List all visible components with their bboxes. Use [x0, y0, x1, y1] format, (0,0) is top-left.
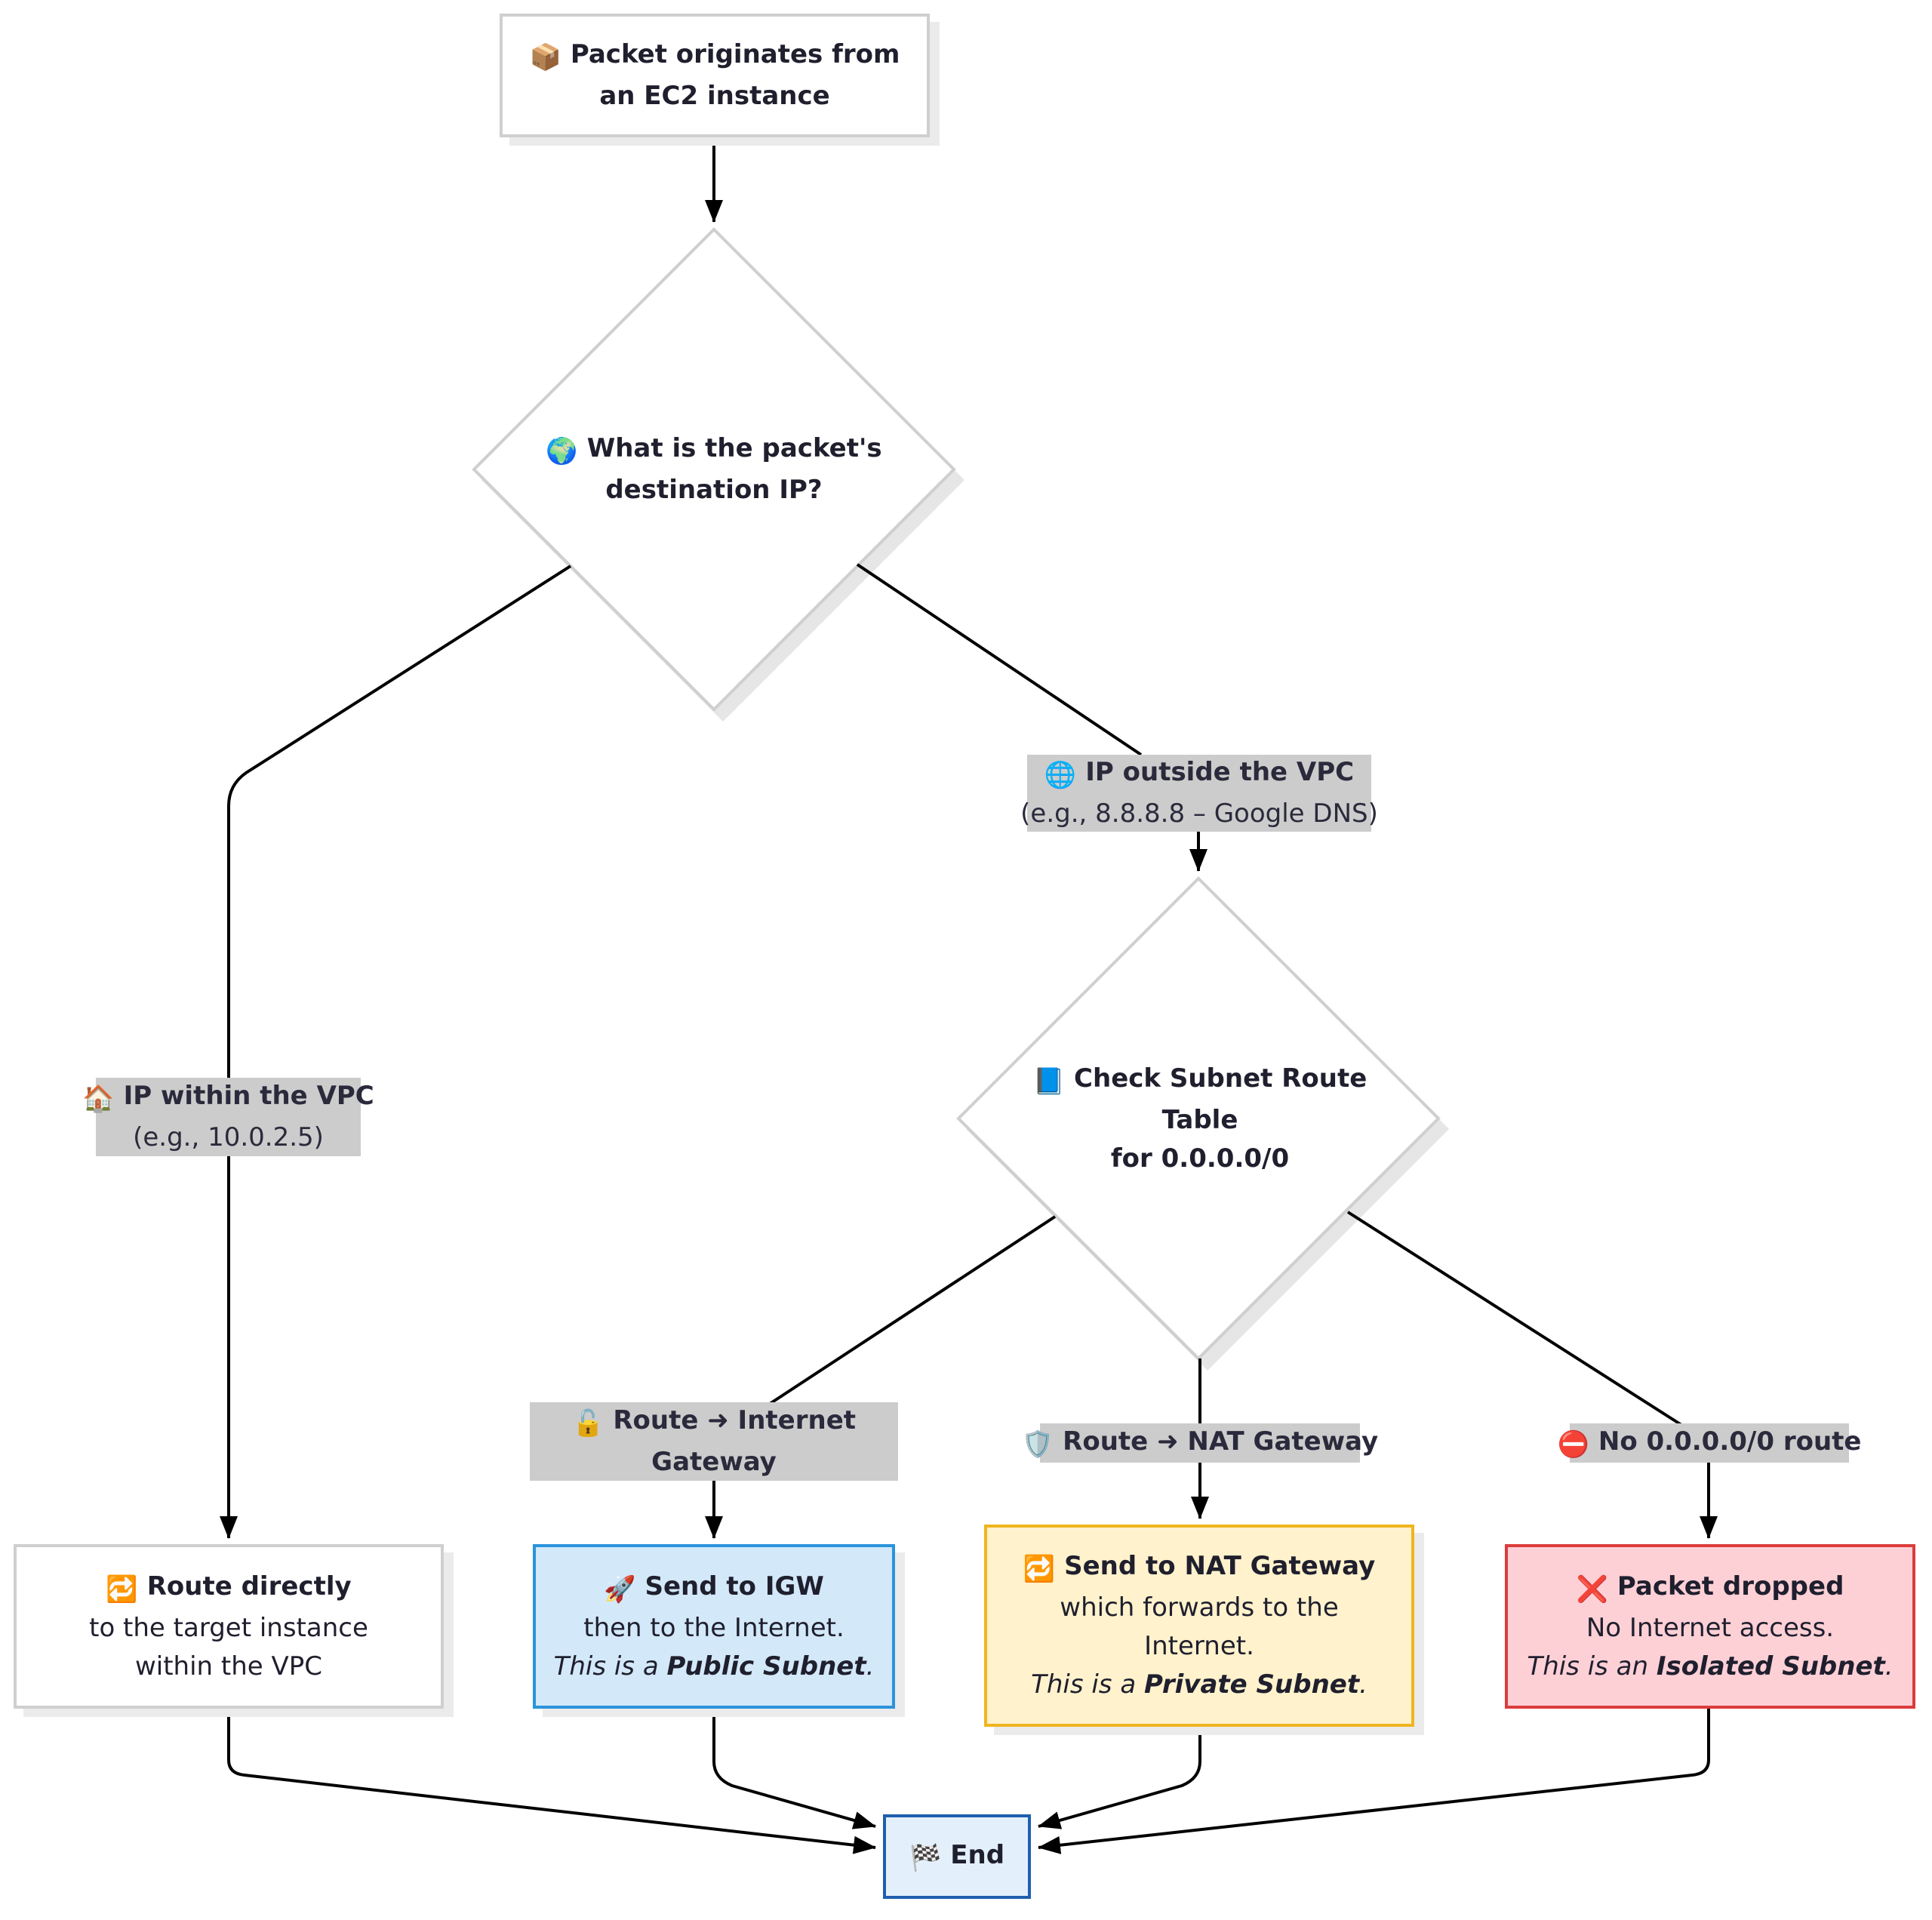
- edge-label-route-igw-title: Route ➜ Internet: [613, 1405, 856, 1435]
- no-entry-icon: ⛔: [1557, 1429, 1589, 1460]
- decision-destination-line2: destination IP?: [605, 475, 823, 505]
- shield-icon: 🛡️: [1021, 1429, 1054, 1460]
- edge-label-within-vpc-sub: (e.g., 10.0.2.5): [133, 1122, 324, 1152]
- send-igw-line3-suffix: .: [866, 1651, 875, 1682]
- edge-label-within-vpc-title: IP within the VPC: [123, 1081, 374, 1111]
- edge-label-no-route-title: No 0.0.0.0/0 route: [1598, 1426, 1862, 1457]
- decision-route-line1: Check Subnet Route: [1074, 1063, 1367, 1094]
- globe-icon: 🌍: [546, 436, 578, 466]
- packet-dropped-line2: No Internet access.: [1586, 1612, 1835, 1643]
- route-direct-node: 🔁 Route directly to the target instance w…: [14, 1544, 444, 1709]
- edge-route-table-to-igw-label: [768, 1215, 1057, 1405]
- end-node: 🏁 End: [883, 1814, 1031, 1899]
- decision-destination-text: 🌍 What is the packet's destination IP?: [521, 423, 907, 516]
- edge-route-direct-to-end: [227, 1709, 876, 1854]
- send-nat-line4-bold: Private Subnet: [1143, 1669, 1360, 1700]
- edge-label-outside-vpc-title: IP outside the VPC: [1085, 757, 1355, 787]
- decision-route-line3: for 0.0.0.0/0: [1110, 1143, 1290, 1174]
- book-icon: 📘: [1032, 1066, 1066, 1097]
- cross-mark-icon: ❌: [1576, 1574, 1608, 1605]
- chequered-flag-icon: 🏁: [909, 1842, 942, 1873]
- send-igw-line3-prefix: This is a: [553, 1651, 659, 1682]
- send-igw-title: Send to IGW: [645, 1571, 824, 1602]
- edge-label-outside-vpc-sub: (e.g., 8.8.8.8 – Google DNS): [1020, 798, 1378, 829]
- edge-label-within-vpc: 🏠 IP within the VPC (e.g., 10.0.2.5): [82, 1078, 374, 1156]
- start-node-line2: an EC2 instance: [599, 81, 830, 111]
- start-node: 📦 Packet originates from an EC2 instance: [500, 14, 930, 137]
- house-icon: 🏠: [82, 1084, 115, 1114]
- edge-label-route-igw: 🔓 Route ➜ Internet Gateway: [530, 1402, 898, 1481]
- edge-send-nat-to-end: [1038, 1727, 1201, 1829]
- unlock-icon: 🔓: [571, 1408, 605, 1438]
- packet-dropped-node: ❌ Packet dropped No Internet access. This…: [1505, 1544, 1915, 1709]
- repeat-icon: 🔁: [106, 1574, 138, 1605]
- send-igw-line3-bold: Public Subnet: [666, 1651, 866, 1682]
- send-nat-line2: which forwards to the: [1060, 1592, 1339, 1623]
- start-node-line1: Packet originates from: [570, 39, 900, 69]
- repeat-icon: 🔁: [1023, 1554, 1056, 1584]
- decision-route-line2: Table: [1161, 1104, 1238, 1135]
- packet-dropped-line3-bold: Isolated Subnet: [1656, 1651, 1885, 1682]
- send-nat-title: Send to NAT Gateway: [1064, 1551, 1376, 1581]
- edge-label-route-nat-title: Route ➜ NAT Gateway: [1063, 1426, 1379, 1457]
- packet-dropped-line3-prefix: This is an: [1527, 1651, 1649, 1682]
- send-nat-line3: Internet.: [1144, 1631, 1254, 1661]
- packet-dropped-title: Packet dropped: [1617, 1571, 1844, 1602]
- decision-destination-diamond: [472, 227, 956, 712]
- send-nat-line4-prefix: This is a: [1031, 1669, 1137, 1700]
- send-igw-line2: then to the Internet.: [583, 1612, 844, 1643]
- edge-send-igw-to-end: [712, 1709, 876, 1829]
- edge-decision-to-outside-vpc: [856, 563, 1143, 756]
- edge-dropped-to-end: [1038, 1709, 1710, 1854]
- send-igw-node: 🚀 Send to IGW then to the Internet. This …: [533, 1544, 895, 1709]
- decision-route-table-text: 📘 Check Subnet Route Table for 0.0.0.0/0: [1011, 1058, 1389, 1179]
- edge-label-route-igw-title2: Gateway: [651, 1447, 777, 1477]
- end-title: End: [950, 1839, 1005, 1870]
- edge-decision-to-within-vpc: [227, 565, 572, 1094]
- edge-route-table-to-no-route-label: [1346, 1211, 1683, 1426]
- package-icon: 📦: [529, 42, 561, 72]
- edge-label-no-route: ⛔ No 0.0.0.0/0 route: [1558, 1423, 1861, 1463]
- decision-destination-line1: What is the packet's: [586, 433, 882, 463]
- send-nat-node: 🔁 Send to NAT Gateway which forwards to t…: [984, 1525, 1414, 1727]
- rocket-icon: 🚀: [604, 1574, 636, 1605]
- packet-dropped-line3-suffix: .: [1884, 1651, 1894, 1682]
- edge-label-outside-vpc: 🌐 IP outside the VPC (e.g., 8.8.8.8 – Goo…: [1020, 755, 1378, 832]
- send-nat-line4-suffix: .: [1359, 1669, 1367, 1700]
- route-direct-line3: within the VPC: [134, 1651, 323, 1682]
- edge-label-route-nat: 🛡️ Route ➜ NAT Gateway: [1022, 1423, 1378, 1463]
- route-direct-line2: to the target instance: [89, 1612, 368, 1643]
- globe-network-icon: 🌐: [1044, 760, 1077, 790]
- route-direct-title: Route directly: [146, 1571, 352, 1602]
